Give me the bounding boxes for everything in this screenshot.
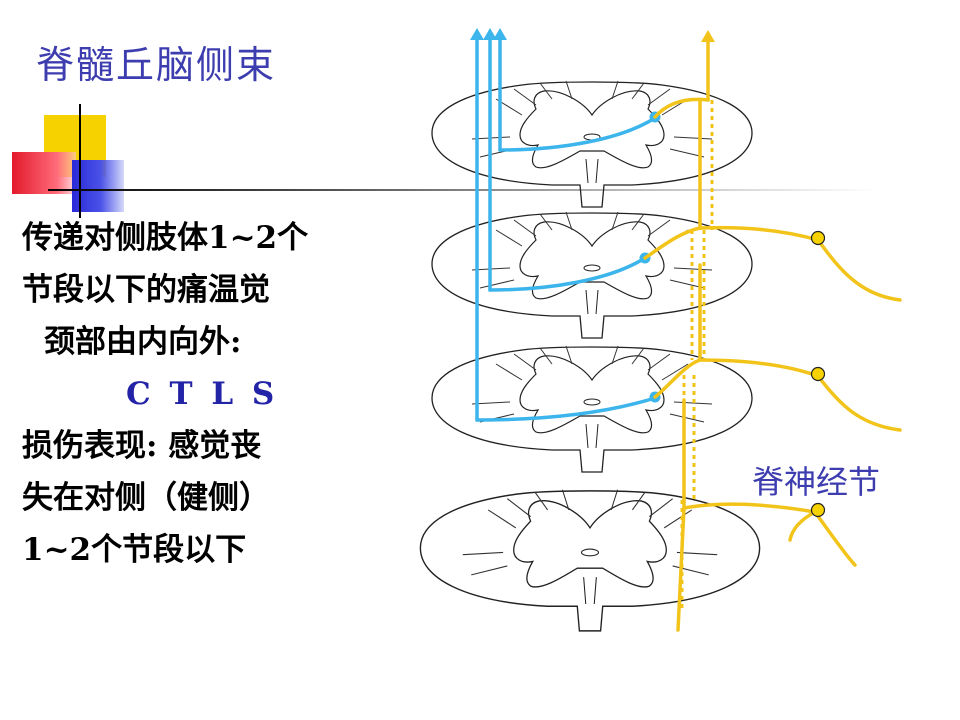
body-line-1: 传递对侧肢体1~2个 xyxy=(22,220,309,256)
body-line-2: 节段以下的痛温觉 xyxy=(22,272,270,308)
spinal-ganglion-label: 脊神经节 xyxy=(752,463,881,501)
cord-section-4 xyxy=(419,489,761,632)
body-line-7: 1~2个节段以下 xyxy=(22,532,247,568)
body-line-6: 失在对侧（健侧） xyxy=(22,480,270,516)
tract-arrowhead-yellow xyxy=(701,30,715,42)
body-line-ctls: C T L S xyxy=(126,376,279,412)
cord-section-3 xyxy=(431,345,753,473)
decoration-vertical-line xyxy=(79,104,81,218)
decoration-horizontal-rule xyxy=(48,189,878,191)
decoration-red-square xyxy=(12,152,76,194)
tract-synapse-dots-blue xyxy=(639,111,661,403)
spinal-ganglion-dots xyxy=(810,230,826,518)
spinothalamic-tract-blue xyxy=(475,36,657,422)
slide-body-text: 传递对侧肢体1~2个 节段以下的痛温觉 颈部由内向外: C T L S 损伤表现… xyxy=(22,212,308,576)
slide-title: 脊髓丘脑侧束 xyxy=(36,43,277,87)
body-line-5: 损伤表现: 感觉丧 xyxy=(22,428,262,464)
body-line-3: 颈部由内向外: xyxy=(44,324,242,360)
afferent-fibers-dotted xyxy=(680,100,714,610)
tract-arrowheads-blue xyxy=(470,28,507,40)
